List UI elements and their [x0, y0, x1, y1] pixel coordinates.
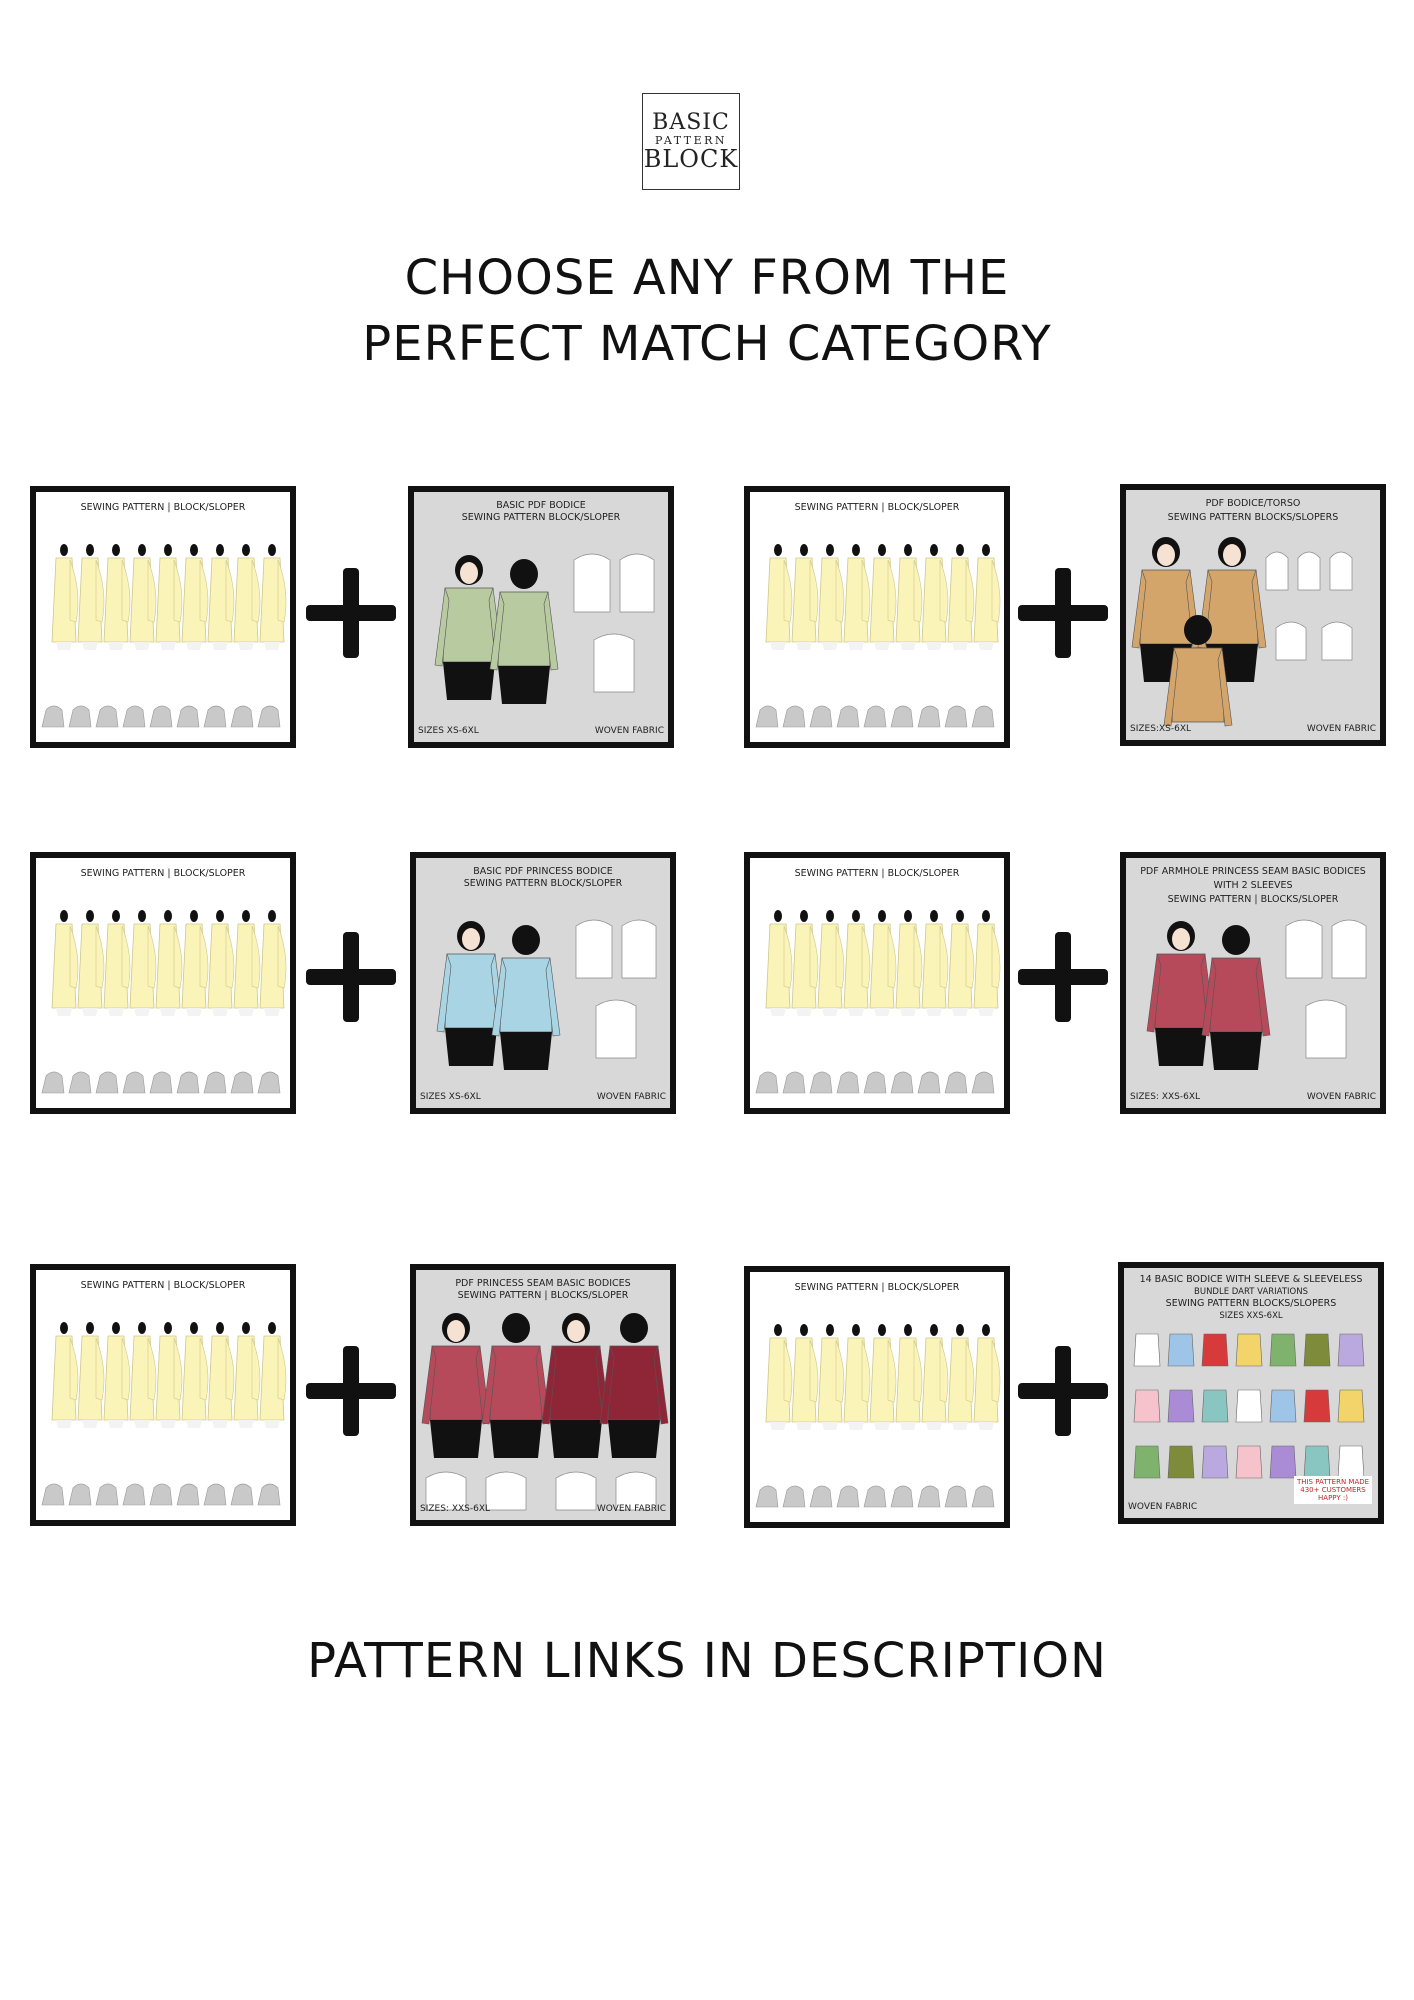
card-title: BASIC PDF BODICE: [496, 500, 586, 511]
left-pattern-card-5[interactable]: SEWING PATTERN | BLOCK/SLOPER: [30, 1264, 296, 1526]
plus-icon: [1018, 1346, 1108, 1436]
card-sizes: SIZES: XXS-6XL: [420, 1504, 491, 1514]
card-fabric: WOVEN FABRIC: [596, 1092, 666, 1102]
logo-line-2: PATTERN: [654, 134, 728, 147]
card-subtitle: SEWING PATTERN BLOCKS/SLOPERS: [1167, 512, 1339, 523]
left-pattern-card-1[interactable]: SEWING PATTERN | BLOCK/SLOPER: [30, 486, 296, 748]
dress-illustrations: [41, 910, 287, 1094]
left-pattern-card-3[interactable]: SEWING PATTERN | BLOCK/SLOPER: [30, 852, 296, 1114]
plus-icon: [1018, 932, 1108, 1022]
card-subtitle-2: SEWING PATTERN BLOCKS/SLOPERS: [1165, 1298, 1337, 1309]
card-fabric: WOVEN FABRIC: [594, 726, 664, 736]
bodice-illustration: [434, 553, 655, 704]
card-sizes: SIZES XS-6XL: [418, 726, 479, 736]
bodice-illustration: [1131, 537, 1353, 727]
badge-line-1: THIS PATTERN MADE: [1296, 1478, 1370, 1486]
card-fabric: WOVEN FABRIC: [1306, 724, 1376, 734]
badge-line-3: HAPPY :): [1318, 1494, 1348, 1502]
bodice-illustration: [436, 919, 657, 1070]
plus-icon: [306, 568, 396, 658]
plus-icon: [306, 1346, 396, 1436]
left-pattern-card-6[interactable]: SEWING PATTERN | BLOCK/SLOPER: [744, 1266, 1010, 1528]
card-fabric: WOVEN FABRIC: [1128, 1502, 1198, 1512]
dress-illustrations: [755, 1324, 1001, 1508]
card-fabric: WOVEN FABRIC: [1306, 1092, 1376, 1102]
bodice-illustration: [421, 1313, 669, 1511]
card-title: PDF BODICE/TORSO: [1205, 498, 1301, 509]
bodice-illustration: [1133, 1333, 1365, 1479]
card-subtitle: SEWING PATTERN BLOCK/SLOPER: [461, 512, 621, 523]
left-card-caption: SEWING PATTERN | BLOCK/SLOPER: [80, 502, 246, 513]
card-subtitle: SEWING PATTERN | BLOCKS/SLOPER: [457, 1290, 629, 1301]
customers-badge: THIS PATTERN MADE 430+ CUSTOMERS HAPPY :…: [1294, 1476, 1372, 1504]
left-card-caption: SEWING PATTERN | BLOCK/SLOPER: [794, 868, 960, 879]
card-fabric: WOVEN FABRIC: [596, 1504, 666, 1514]
footer-text: PATTERN LINKS IN DESCRIPTION: [307, 1633, 1107, 1689]
left-card-caption: SEWING PATTERN | BLOCK/SLOPER: [794, 1282, 960, 1293]
dress-illustrations: [41, 1322, 287, 1506]
plus-icon: [306, 932, 396, 1022]
left-card-caption: SEWING PATTERN | BLOCK/SLOPER: [794, 502, 960, 513]
badge-line-2: 430+ CUSTOMERS: [1300, 1486, 1366, 1494]
card-subtitle: BUNDLE DART VARIATIONS: [1194, 1287, 1308, 1297]
card-title: PDF ARMHOLE PRINCESS SEAM BASIC BODICES: [1140, 866, 1366, 877]
card-title: BASIC PDF PRINCESS BODICE: [473, 866, 613, 877]
bodice-illustration: [1146, 919, 1367, 1070]
right-pattern-card-3[interactable]: BASIC PDF PRINCESS BODICE SEWING PATTERN…: [410, 852, 676, 1114]
headline-line-2: PERFECT MATCH CATEGORY: [362, 316, 1052, 372]
left-card-caption: SEWING PATTERN | BLOCK/SLOPER: [80, 1280, 246, 1291]
card-subtitle-2: SEWING PATTERN | BLOCKS/SLOPER: [1167, 894, 1339, 905]
right-pattern-card-6[interactable]: 14 BASIC BODICE WITH SLEEVE & SLEEVELESS…: [1118, 1262, 1384, 1524]
right-pattern-card-4[interactable]: PDF ARMHOLE PRINCESS SEAM BASIC BODICES …: [1120, 852, 1386, 1114]
card-sizes: SIZES: XXS-6XL: [1130, 1092, 1201, 1102]
dress-illustrations: [755, 544, 1001, 728]
dress-illustrations: [41, 544, 287, 728]
left-card-caption: SEWING PATTERN | BLOCK/SLOPER: [80, 868, 246, 879]
right-pattern-card-5[interactable]: PDF PRINCESS SEAM BASIC BODICES SEWING P…: [410, 1264, 676, 1526]
card-subtitle: SEWING PATTERN BLOCK/SLOPER: [463, 878, 623, 889]
left-pattern-card-4[interactable]: SEWING PATTERN | BLOCK/SLOPER: [744, 852, 1010, 1114]
card-sizes: SIZES:XS-6XL: [1130, 724, 1191, 734]
brand-logo: BASIC PATTERN BLOCK: [642, 93, 740, 190]
card-sizes: SIZES XS-6XL: [420, 1092, 481, 1102]
right-pattern-card-1[interactable]: BASIC PDF BODICE SEWING PATTERN BLOCK/SL…: [408, 486, 674, 748]
left-pattern-card-2[interactable]: SEWING PATTERN | BLOCK/SLOPER: [744, 486, 1010, 748]
card-subtitle: WITH 2 SLEEVES: [1213, 880, 1293, 891]
logo-line-1: BASIC: [652, 110, 730, 135]
plus-icon: [1018, 568, 1108, 658]
right-pattern-card-2[interactable]: PDF BODICE/TORSO SEWING PATTERN BLOCKS/S…: [1120, 484, 1386, 746]
card-title: PDF PRINCESS SEAM BASIC BODICES: [455, 1278, 631, 1289]
card-subtitle-3: SIZES XXS-6XL: [1219, 1311, 1283, 1321]
headline-line-1: CHOOSE ANY FROM THE: [404, 250, 1010, 306]
dress-illustrations: [755, 910, 1001, 1094]
logo-line-3: BLOCK: [643, 145, 739, 173]
card-title: 14 BASIC BODICE WITH SLEEVE & SLEEVELESS: [1139, 1274, 1363, 1285]
